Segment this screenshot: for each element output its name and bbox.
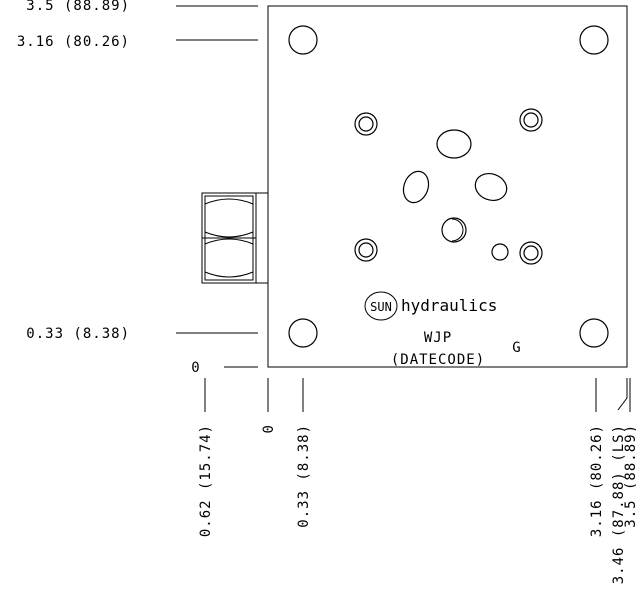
bolt-hole-bottom-right [579, 318, 609, 348]
dim-left-bottom-bolt: 0.33 (8.38) [26, 326, 130, 342]
datecode-label: (DATECODE) [391, 352, 485, 368]
dim-bottom-right-edge: 3.5 (88.89) [623, 424, 636, 528]
dim-bottom-right-bolt: 3.16 (80.26) [589, 424, 605, 537]
port-ls [491, 243, 509, 261]
port-top [436, 129, 472, 159]
dim-left-origin: 0 [191, 360, 200, 376]
dim-bottom-left-bolt: 0.33 (8.38) [296, 424, 312, 528]
manifold-block [267, 5, 628, 368]
dim-bottom-ls-port: 3.46 (87.88) (LS) [611, 424, 627, 584]
bottom-dimension-lines [204, 378, 631, 412]
mount-hole-upper-right [519, 108, 543, 132]
cartridge-fitting [201, 192, 269, 284]
brand-name: hydraulics [401, 296, 497, 315]
mount-hole-upper-left [354, 112, 378, 136]
dim-left-top-bolt: 3.16 (80.26) [17, 34, 130, 50]
bolt-hole-top-right [579, 25, 609, 55]
port-mark-label: G [512, 340, 521, 356]
dim-bottom-cartridge: 0.62 (15.74) [198, 424, 214, 537]
dim-left-top-edge: 3.5 (88.89) [26, 0, 130, 14]
port-center [441, 217, 467, 243]
mount-hole-lower-right [519, 241, 543, 265]
bolt-hole-top-left [288, 25, 318, 55]
bolt-hole-bottom-left [288, 318, 318, 348]
brand-mark: SUN [370, 300, 392, 314]
brand-logo: SUN hydraulics [364, 291, 497, 321]
left-dimension-lines [176, 5, 258, 368]
mount-hole-lower-left [354, 238, 378, 262]
model-label: WJP [424, 330, 452, 346]
port-left [402, 170, 430, 204]
port-right [474, 173, 508, 201]
dim-bottom-origin: 0 [261, 424, 277, 433]
